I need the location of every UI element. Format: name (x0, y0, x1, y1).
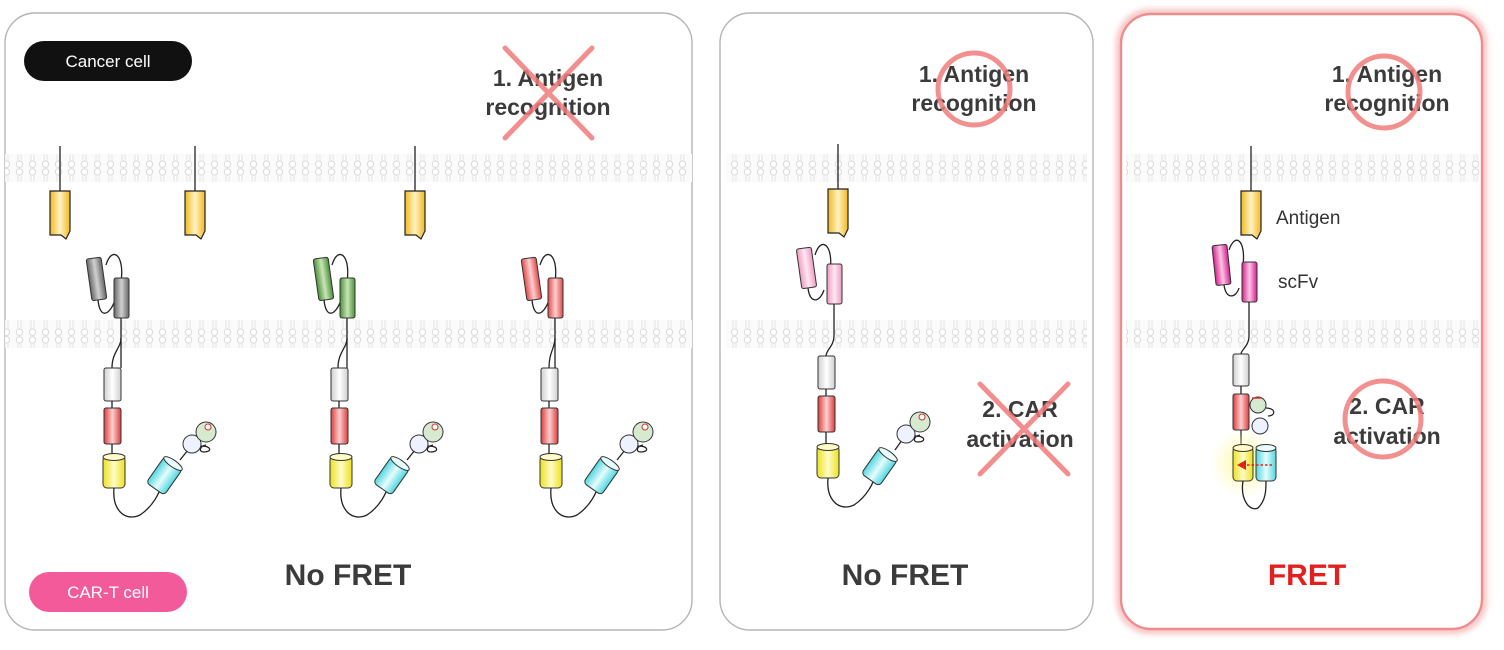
step1-text-line1: 1. Antigen (919, 61, 1029, 87)
fret-arrow-icon (1237, 460, 1272, 470)
tcell-membrane (1126, 320, 1479, 348)
scfv-label: scFv (1278, 272, 1319, 293)
cross-icon (977, 381, 1071, 477)
car-t-cell-badge (29, 572, 187, 612)
panel-no-activation: 1. Antigen recognition 2. CAR activation (719, 12, 1094, 631)
no-fret-label-1: No FRET (285, 559, 412, 592)
cancer-cell-label: Cancer cell (65, 52, 150, 71)
scfv-vl (85, 256, 108, 302)
cancer-membrane (726, 154, 1087, 182)
panel-fret: 1. Antigen recognition 2. CAR activation… (1116, 9, 1487, 634)
car-construct-magenta-activated (1210, 239, 1278, 510)
costim-domain (103, 407, 122, 445)
car-construct-pink (796, 243, 931, 508)
no-fret-label-2: No FRET (842, 559, 969, 592)
cross-icon (502, 45, 595, 141)
antigen-label: Antigen (1276, 208, 1340, 229)
car-construct-gray (85, 253, 217, 518)
step1-text-line2: recognition (911, 90, 1036, 116)
hinge-domain (103, 367, 122, 402)
step1-text-line2: recognition (485, 94, 610, 120)
check-circle-icon (1345, 53, 1423, 131)
car-construct-green (312, 253, 444, 518)
step1-text-line1: 1. Antigen (493, 65, 603, 91)
step1-text-line2: recognition (1324, 90, 1449, 116)
sensor-domain (182, 421, 217, 454)
tcell-membrane (5, 320, 692, 348)
cancer-membrane (5, 154, 692, 182)
check-circle-icon (1342, 378, 1424, 460)
fret-label: FRET (1268, 559, 1346, 592)
car-t-cell-label: CAR-T cell (67, 583, 149, 602)
check-circle-icon (935, 50, 1013, 128)
tcell-membrane (726, 320, 1087, 348)
panel-no-recognition: Cancer cell CAR-T cell 1. Antigen recogn… (4, 12, 693, 631)
car-construct-red (520, 253, 654, 518)
cancer-cell-badge (24, 41, 192, 81)
cancer-membrane (1126, 154, 1479, 182)
scfv-vh (113, 277, 130, 319)
